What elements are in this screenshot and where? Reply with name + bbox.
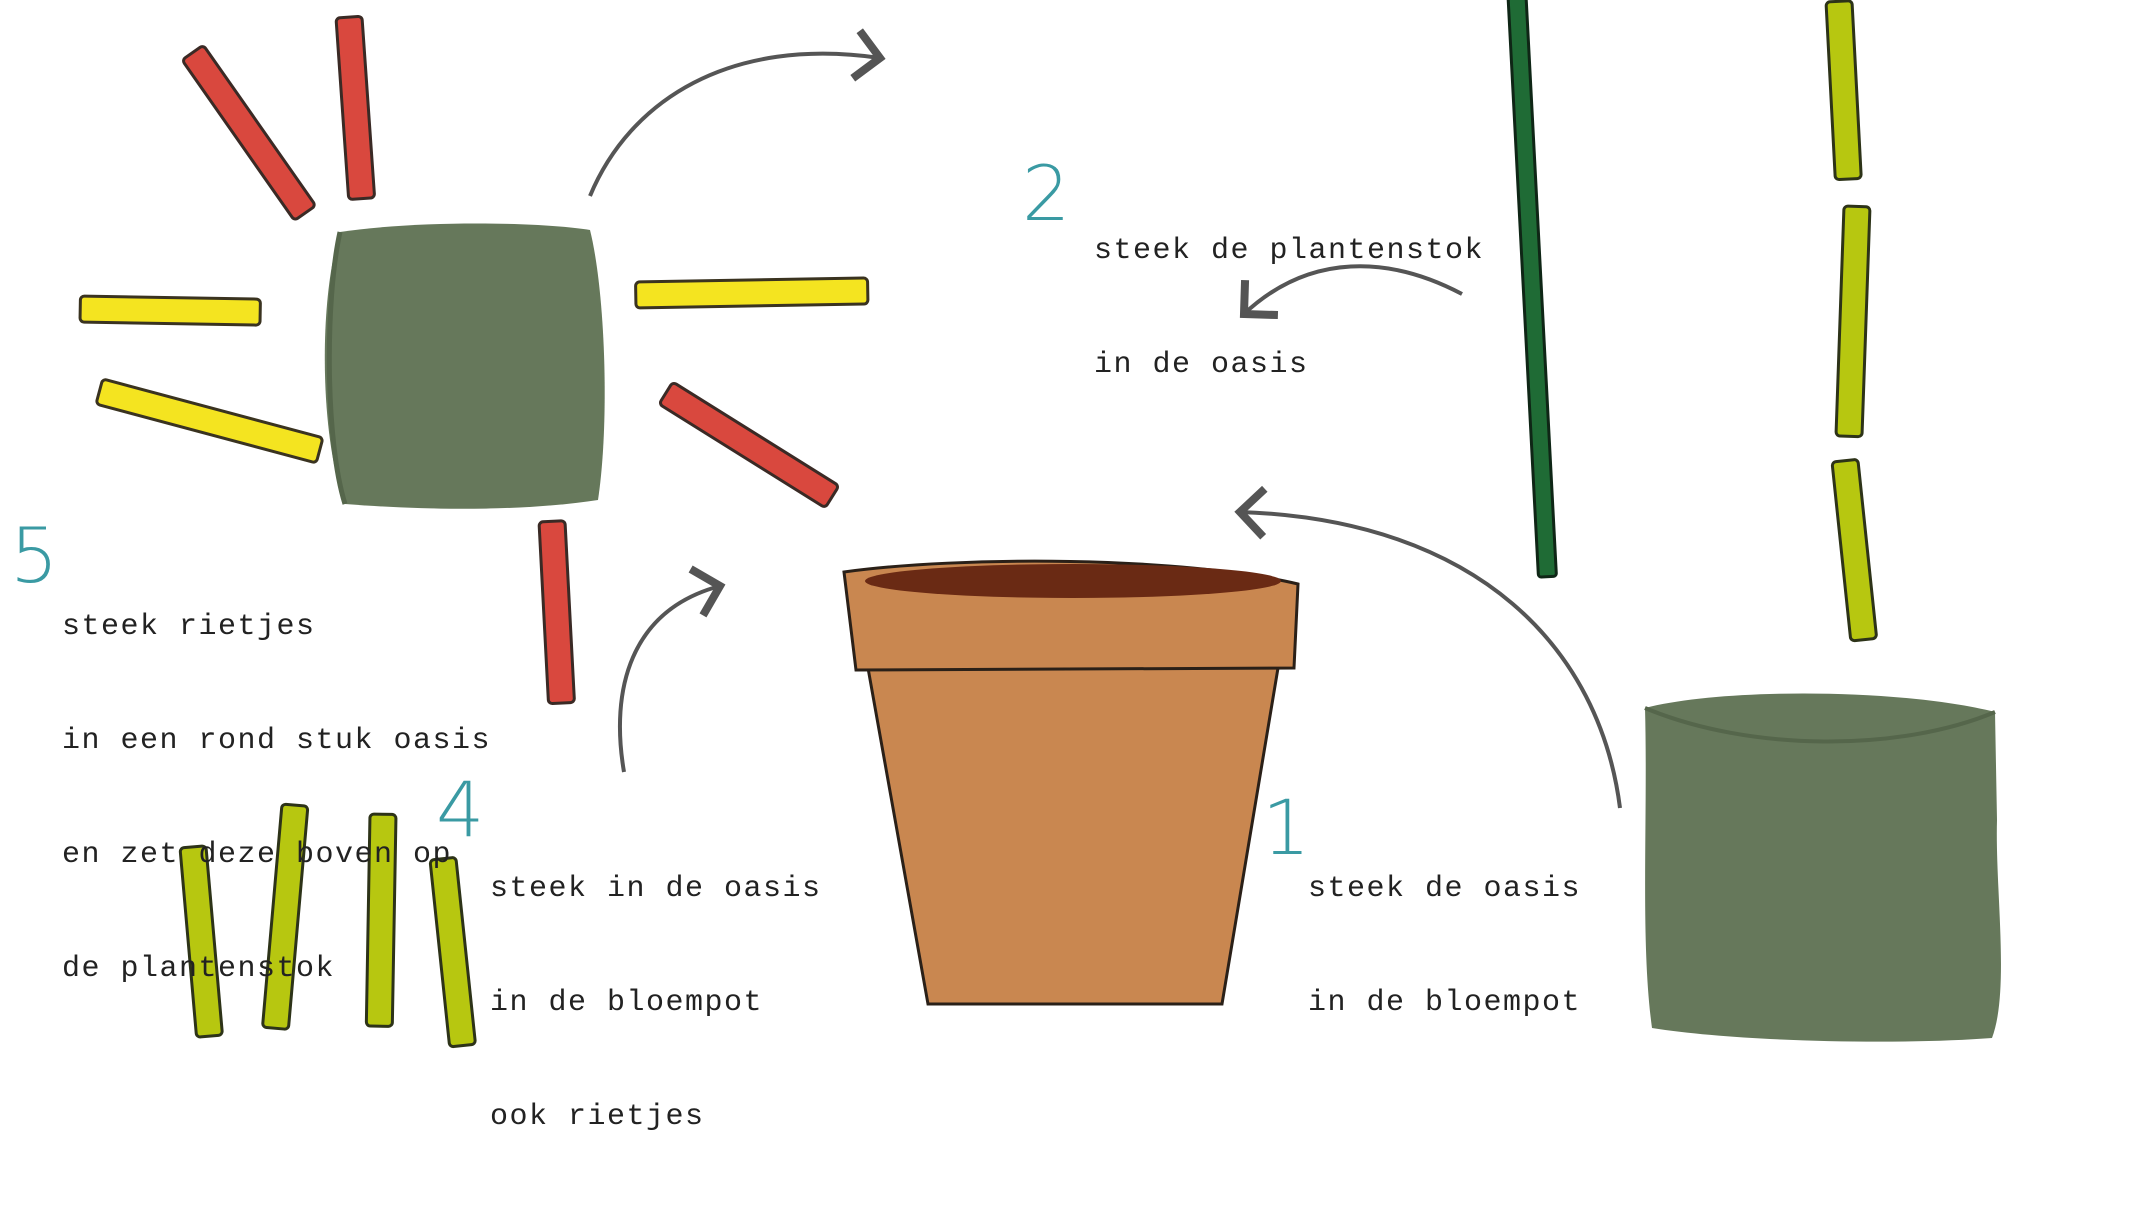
step-line: steek de oasis [1308, 872, 1582, 906]
lime-straw [428, 856, 477, 1049]
lime-straw [1824, 0, 1863, 182]
yellow-straw [95, 378, 324, 464]
plant-stick [1506, 0, 1558, 579]
step-line: ook rietjes [490, 1100, 705, 1134]
step-text: steek in de oasis in de bloempot ook rie… [490, 794, 822, 1212]
step-number: 5 [10, 511, 59, 600]
step-line: steek in de oasis [490, 872, 822, 906]
red-straw [659, 381, 839, 508]
step-line: in de oasis [1094, 348, 1309, 382]
round-oasis-block [324, 223, 605, 509]
yellow-straw [78, 294, 262, 327]
step-text: steek de oasis in de bloempot [1308, 794, 1581, 1098]
lime-straw [261, 802, 310, 1031]
red-straw [182, 45, 316, 221]
craft-instructions-illustration: 1 steek de oasis in de bloempot 2 steek … [10, 0, 2001, 1134]
lime-straws-right [1824, 0, 1878, 643]
step-number: 4 [436, 765, 485, 854]
step-line: in een rond stuk oasis [62, 724, 492, 758]
red-straw [334, 14, 376, 201]
step-line: de plantenstok [62, 952, 336, 986]
pot-body [866, 666, 1280, 1006]
step-number: 1 [1262, 783, 1311, 872]
lime-straw [1834, 204, 1872, 439]
yellow-straw [634, 276, 870, 310]
lime-straws-group [178, 802, 477, 1049]
step-text: steek de plantenstok in de oasis [1094, 156, 1484, 460]
arrow-stick-to-oasis [1239, 264, 1463, 320]
step-line: en zet deze boven op [62, 838, 453, 872]
red-straw [537, 519, 576, 706]
illustration-canvas [78, 0, 2001, 1049]
lime-straw [178, 844, 224, 1039]
arrow-round-oasis-to-stick [588, 28, 886, 197]
step-text: steek rietjes in een rond stuk oasis en … [62, 532, 491, 1064]
step-line: steek de plantenstok [1094, 234, 1485, 268]
pot-opening [865, 564, 1281, 598]
lime-straw [1830, 458, 1878, 643]
round-oasis-with-straws [78, 14, 870, 706]
arrow-oasis-to-pot [1234, 485, 1622, 809]
oasis-block [1645, 693, 2001, 1042]
step-number: 2 [1022, 149, 1071, 238]
step-line: in de bloempot [490, 986, 764, 1020]
lime-straw [364, 812, 398, 1028]
flower-pot [842, 559, 1300, 1006]
step-line: in de bloempot [1308, 986, 1582, 1020]
step-line: steek rietjes [62, 610, 316, 644]
arrow-straws-to-oasis [617, 565, 726, 773]
